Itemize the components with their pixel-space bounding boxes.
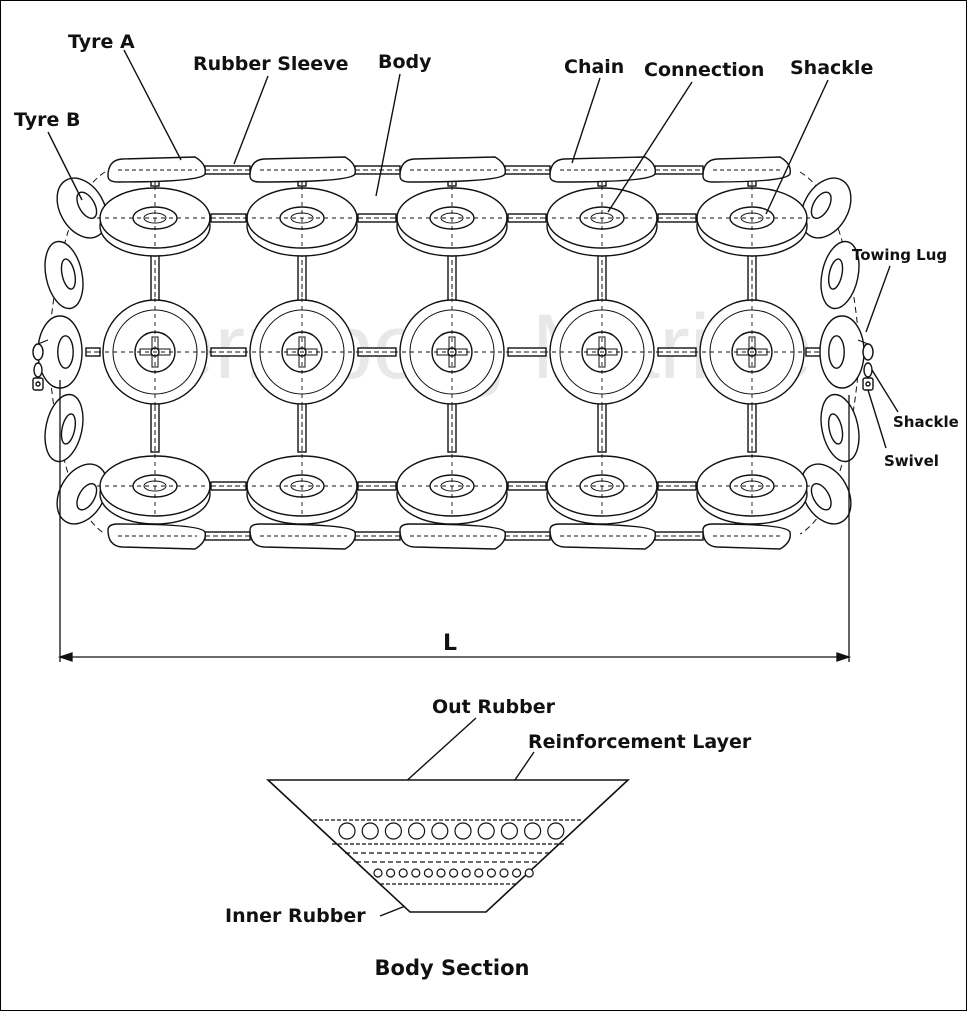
reinforcement-cord-small bbox=[511, 868, 522, 878]
tyre-b-hole bbox=[76, 482, 98, 511]
lug-arm bbox=[857, 339, 869, 345]
tyre-a bbox=[107, 523, 206, 550]
reinforcement-cord bbox=[431, 822, 449, 840]
reinforcement-cord-small bbox=[461, 868, 471, 878]
reinforcement-cord bbox=[500, 822, 518, 840]
tyre-b bbox=[44, 240, 84, 310]
reinforcement-cord-small bbox=[398, 868, 408, 878]
tyre-a bbox=[107, 156, 206, 183]
tyre-a bbox=[399, 156, 506, 183]
tyre-b bbox=[800, 177, 852, 239]
reinforcement-cord-small bbox=[486, 868, 496, 878]
tyre-b-hole bbox=[57, 335, 74, 369]
chain-link bbox=[204, 531, 251, 541]
label-reinforcement-layer: Reinforcement Layer bbox=[528, 731, 752, 753]
fender-net bbox=[32, 156, 874, 550]
label-shackle-end: Shackle bbox=[893, 413, 959, 431]
towing-lug bbox=[862, 343, 874, 361]
tyre-b-hole bbox=[810, 482, 832, 511]
reinforcement-cord bbox=[361, 822, 379, 840]
label-body: Body bbox=[378, 51, 432, 73]
tyre-a bbox=[702, 523, 791, 550]
tyre-a bbox=[399, 523, 506, 550]
tyre-b bbox=[819, 315, 865, 389]
shackle bbox=[863, 362, 873, 378]
reinforcement-cord-small bbox=[524, 868, 534, 878]
tyre-b bbox=[820, 393, 860, 463]
label-swivel: Swivel bbox=[884, 452, 939, 470]
reinforcement-cord bbox=[454, 822, 472, 840]
swivel-pin bbox=[865, 381, 871, 387]
reinforcement-cord-small bbox=[423, 868, 433, 878]
label-tyre-b: Tyre B bbox=[14, 109, 80, 131]
reinforcement-cord-small bbox=[373, 868, 383, 878]
label-body-section: Body Section bbox=[375, 956, 530, 980]
label-length: L bbox=[443, 631, 457, 656]
label-chain: Chain bbox=[564, 56, 624, 78]
lug-arm bbox=[37, 339, 49, 345]
tyre-b-hole bbox=[827, 258, 844, 290]
label-shackle-top: Shackle bbox=[790, 57, 873, 79]
tyre-b bbox=[56, 463, 108, 525]
reinforcement-cord bbox=[338, 822, 356, 840]
reinforcement-cord bbox=[547, 822, 565, 840]
reinforcement-cord-small bbox=[474, 868, 484, 878]
chain-link bbox=[504, 165, 551, 175]
tyre-a bbox=[549, 523, 656, 550]
tyre-b-hole bbox=[810, 191, 832, 220]
label-inner-rubber: Inner Rubber bbox=[225, 905, 366, 927]
label-towing-lug: Towing Lug bbox=[852, 246, 947, 264]
reinforcement-cord-small bbox=[386, 868, 396, 878]
reinforcement-cord-small bbox=[436, 868, 446, 878]
tyre-b bbox=[37, 315, 83, 389]
section-outline bbox=[265, 779, 631, 913]
reinforcement-cord-small bbox=[499, 868, 509, 878]
reinforcement-cord bbox=[384, 822, 402, 840]
chain-link bbox=[354, 531, 401, 541]
reinforcement-cord bbox=[523, 822, 542, 840]
length-dimension bbox=[57, 380, 852, 662]
tyre-a bbox=[249, 523, 356, 550]
label-out-rubber: Out Rubber bbox=[432, 696, 556, 718]
reinforcement-cord-small bbox=[449, 868, 459, 878]
tyre-b-hole bbox=[827, 413, 844, 445]
tyre-b-hole bbox=[60, 258, 77, 290]
label-connection: Connection bbox=[644, 59, 764, 81]
swivel-pin bbox=[35, 381, 41, 387]
tyre-b bbox=[800, 463, 852, 525]
tyre-a bbox=[249, 156, 356, 183]
shackle bbox=[33, 362, 43, 378]
tyre-a bbox=[702, 156, 791, 183]
reinforcement-cord-small bbox=[411, 868, 421, 878]
reinforcement-cord bbox=[477, 822, 495, 840]
leader-lines bbox=[47, 49, 899, 917]
tyre-a bbox=[549, 156, 656, 183]
label-rubber-sleeve: Rubber Sleeve bbox=[193, 53, 348, 75]
label-tyre-a: Tyre A bbox=[68, 31, 135, 53]
tyre-b bbox=[820, 240, 860, 310]
chain-link bbox=[204, 165, 251, 175]
towing-lug bbox=[32, 343, 44, 361]
tyre-b-hole bbox=[828, 335, 845, 369]
chain-link bbox=[354, 165, 401, 175]
body-section-drawing bbox=[265, 779, 631, 913]
reinforcement-cord bbox=[408, 822, 426, 840]
tyre-b-hole bbox=[60, 413, 77, 445]
chain-link bbox=[504, 531, 551, 541]
tyre-b bbox=[44, 393, 84, 463]
